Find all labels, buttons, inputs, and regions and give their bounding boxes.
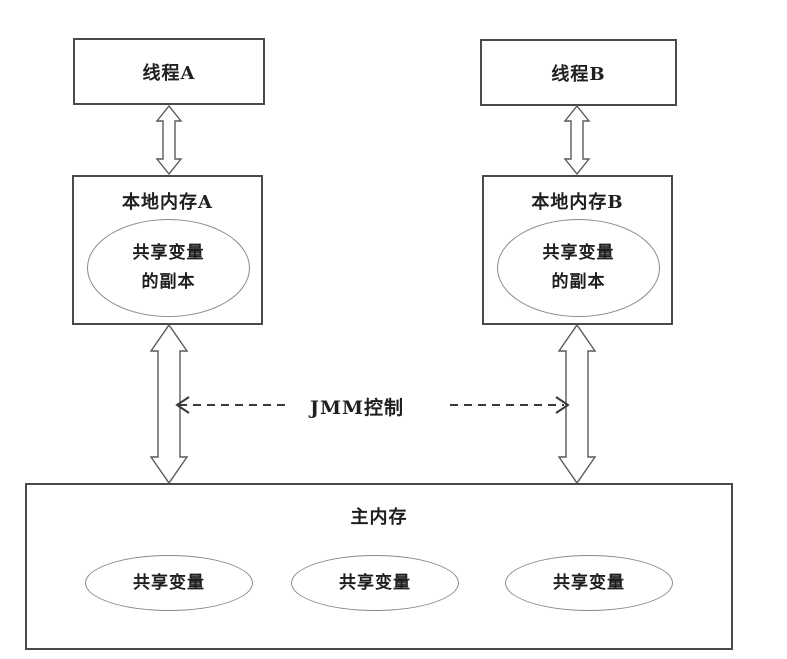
main-memory-title: 主内存 xyxy=(350,507,408,528)
shared-variable-label: 共享变量 xyxy=(339,572,411,593)
copy-line-1: 共享变量 xyxy=(542,243,615,264)
shared-variable-copy-ellipse: 共享变量 的副本 xyxy=(497,219,660,317)
jmm-dashed-arrow xyxy=(175,396,570,414)
local-memory-a-title: 本地内存A xyxy=(122,192,213,213)
shared-variable-copy-ellipse: 共享变量 的副本 xyxy=(87,219,250,317)
double-arrow-icon xyxy=(563,104,591,176)
double-arrow-icon xyxy=(155,104,183,176)
shared-variable-ellipse: 共享变量 xyxy=(291,555,459,611)
thread-b-label: 线程B xyxy=(551,63,606,85)
thread-b-box: 线程B xyxy=(480,39,677,106)
shared-variable-label: 共享变量 xyxy=(553,572,625,593)
jmm-control-label: JMM控制 xyxy=(287,393,427,420)
copy-line-2: 的副本 xyxy=(141,272,196,292)
copy-line-1: 共享变量 xyxy=(132,243,205,264)
local-memory-b-title: 本地内存B xyxy=(531,192,624,213)
local-memory-b-box: 本地内存B 共享变量 的副本 xyxy=(482,175,673,325)
shared-variable-label: 共享变量 xyxy=(133,572,205,593)
shared-variable-ellipse: 共享变量 xyxy=(505,555,673,611)
thread-a-label: 线程A xyxy=(142,62,196,84)
copy-line-2: 的副本 xyxy=(551,272,606,292)
local-memory-a-box: 本地内存A 共享变量 的副本 xyxy=(72,175,263,325)
thread-a-box: 线程A xyxy=(73,38,265,105)
shared-variable-ellipse: 共享变量 xyxy=(85,555,253,611)
